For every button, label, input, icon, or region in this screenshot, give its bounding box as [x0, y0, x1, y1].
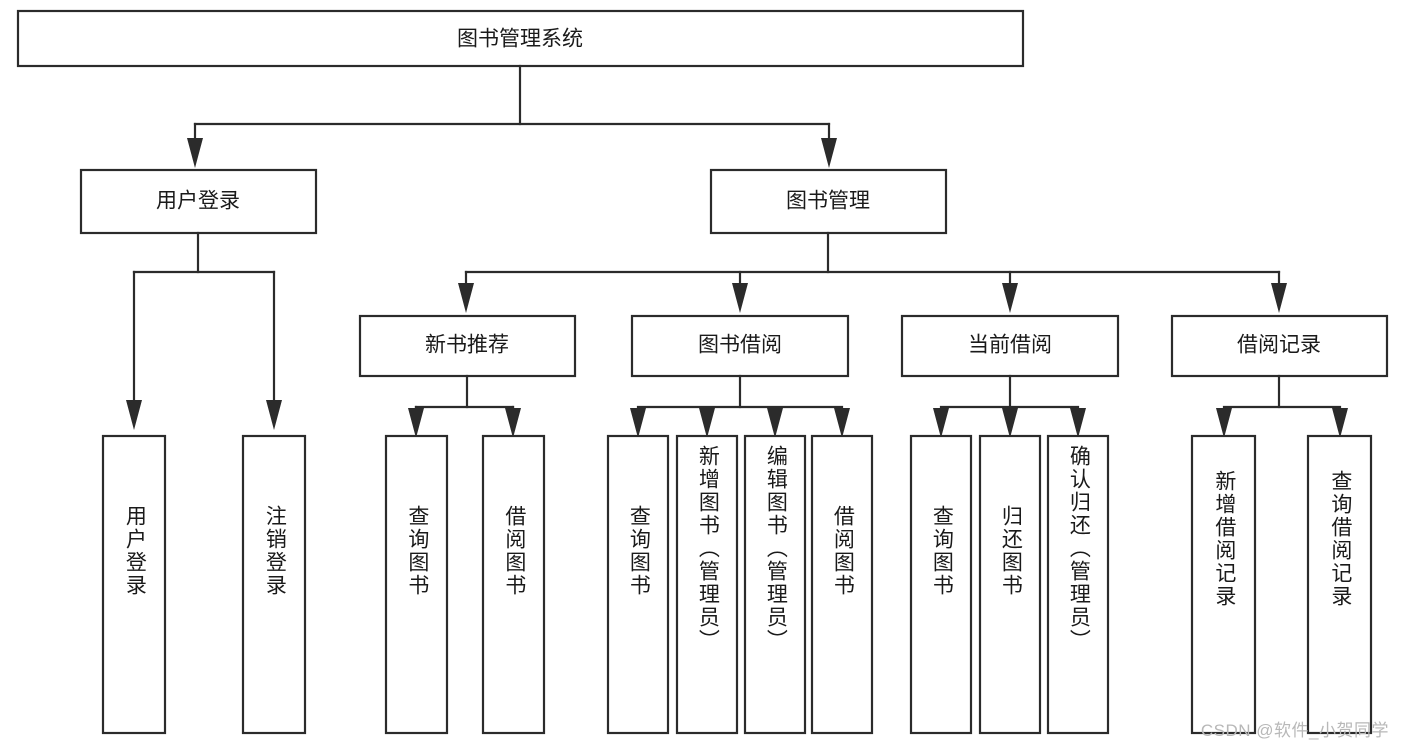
arrow-head-icon: [266, 400, 282, 430]
arrow-head-icon: [1070, 408, 1086, 438]
arrow-head-icon: [126, 400, 142, 430]
arrow-head-icon: [834, 408, 850, 438]
node-current-borrow-box[interactable]: [900, 314, 1120, 378]
arrow-head-icon: [505, 408, 521, 438]
leaf-box-4[interactable]: [481, 434, 546, 735]
leaf-box-7[interactable]: [743, 434, 807, 735]
node-book-borrow-label: 图书借阅: [698, 334, 782, 357]
arrow-head-icon: [821, 138, 837, 168]
arrow-head-icon: [1216, 408, 1232, 438]
leaf-box-1[interactable]: [101, 434, 167, 735]
arrow-head-icon: [458, 283, 474, 313]
arrow-head-icon: [1332, 408, 1348, 438]
arrow-head-icon: [408, 408, 424, 438]
leaf-box-11[interactable]: [1046, 434, 1110, 735]
arrow-head-icon: [1002, 408, 1018, 438]
node-current-borrow-label: 当前借阅: [968, 334, 1052, 357]
node-borrow-record-box[interactable]: [1170, 314, 1389, 378]
leaf-box-12[interactable]: [1190, 434, 1257, 735]
arrow-head-icon: [699, 408, 715, 438]
arrow-head-icon: [187, 138, 203, 168]
leaf-box-6[interactable]: [675, 434, 739, 735]
watermark: CSDN @软件_小贺同学: [1200, 721, 1389, 740]
leaf-box-13[interactable]: [1306, 434, 1373, 735]
leaf-box-10[interactable]: [978, 434, 1042, 735]
node-borrow-record-label: 借阅记录: [1237, 334, 1321, 357]
leaf-box-8[interactable]: [810, 434, 874, 735]
node-root-box[interactable]: [16, 9, 1025, 68]
leaf-box-5[interactable]: [606, 434, 670, 735]
leaf-box-9[interactable]: [909, 434, 973, 735]
leaf-box-2[interactable]: [241, 434, 307, 735]
node-new-book-rec-box[interactable]: [358, 314, 577, 378]
leaf-box-3[interactable]: [384, 434, 449, 735]
arrow-head-icon: [732, 283, 748, 313]
arrow-head-icon: [767, 408, 783, 438]
node-book-borrow-box[interactable]: [630, 314, 850, 378]
node-book-manage-box[interactable]: [709, 168, 948, 235]
arrow-head-icon: [1271, 283, 1287, 313]
arrow-head-icon: [1002, 283, 1018, 313]
node-user-login-label: 用户登录: [156, 190, 240, 213]
node-new-book-rec-label: 新书推荐: [425, 334, 509, 357]
arrow-head-icon: [630, 408, 646, 438]
node-book-manage-label: 图书管理: [786, 190, 870, 213]
arrow-head-icon: [933, 408, 949, 438]
node-root-label: 图书管理系统: [457, 28, 583, 51]
